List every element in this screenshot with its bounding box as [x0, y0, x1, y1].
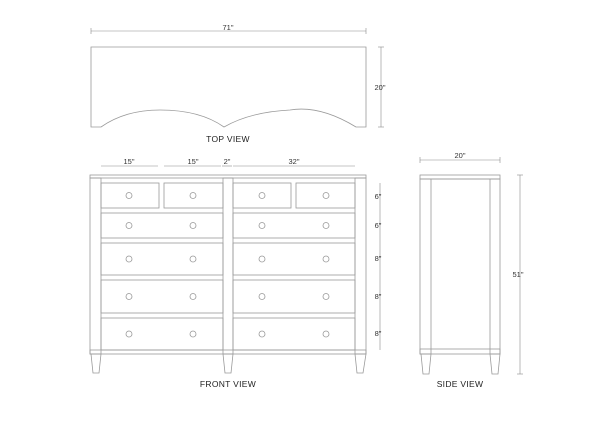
knob-icon — [189, 192, 197, 199]
knob-icon — [322, 192, 330, 199]
drawer-front — [295, 182, 356, 209]
drawer-height-4: 8" — [375, 292, 382, 301]
knob-icon — [258, 192, 266, 199]
width-dims: 15" 15" 2" 32" — [101, 157, 355, 167]
knob-icon — [189, 222, 197, 229]
knob-icon — [125, 255, 133, 263]
drawer-height-2: 6" — [375, 221, 382, 230]
drawer-height-1: 6" — [375, 192, 382, 201]
bottom-rail — [89, 349, 367, 355]
drawers — [100, 182, 356, 351]
side-height-dim: 51" — [512, 270, 523, 279]
front-view-label: FRONT VIEW — [200, 379, 256, 389]
width-dim-1: 15" — [123, 157, 134, 166]
top-depth-dim: 20" — [374, 83, 385, 92]
top-view: 71" 20" TOP VIEW — [90, 23, 386, 144]
drawer-front — [100, 242, 224, 276]
knob-icon — [189, 330, 197, 338]
knob-icon — [258, 255, 266, 263]
knob-icon — [258, 293, 266, 300]
drawer-front — [100, 212, 224, 239]
drawer-front — [100, 279, 224, 314]
knob-icon — [189, 255, 197, 263]
knob-icon — [322, 222, 330, 229]
drawer-front — [232, 317, 356, 351]
top-outline — [90, 46, 367, 128]
top-width-dim: 71" — [222, 23, 233, 32]
knob-icon — [125, 293, 133, 300]
drawer-front — [163, 182, 224, 209]
top-view-label: TOP VIEW — [206, 134, 250, 144]
drawer-height-5: 8" — [375, 329, 382, 338]
drawer-front — [100, 182, 160, 209]
height-dims: 6" 6" 8" 8" 8" — [375, 183, 382, 350]
side-view: 20" 51" SIDE VIEW — [419, 151, 524, 389]
knob-icon — [322, 255, 330, 263]
drawer-front — [232, 242, 356, 276]
center-post — [222, 177, 234, 355]
drawer-front — [232, 182, 292, 209]
side-view-label: SIDE VIEW — [437, 379, 484, 389]
drawer-front — [232, 279, 356, 314]
drawer-front — [232, 212, 356, 239]
left-post — [89, 177, 102, 355]
knob-icon — [125, 222, 133, 229]
knob-icon — [189, 293, 197, 300]
drawer-front — [100, 317, 224, 351]
knob-icon — [258, 330, 266, 338]
knob-icon — [125, 330, 133, 338]
right-post — [354, 177, 367, 355]
knob-icon — [258, 222, 266, 229]
knob-icon — [322, 330, 330, 338]
front-view: 15" 15" 2" 32" 6" 6" 8" 8" 8" FRONT VIEW — [89, 157, 382, 389]
knob-icon — [125, 192, 133, 199]
side-depth-dim: 20" — [454, 151, 465, 160]
width-dim-3: 2" — [224, 157, 231, 166]
width-dim-4: 32" — [288, 157, 299, 166]
width-dim-2: 15" — [187, 157, 198, 166]
drawer-height-3: 8" — [375, 254, 382, 263]
knob-icon — [322, 293, 330, 300]
